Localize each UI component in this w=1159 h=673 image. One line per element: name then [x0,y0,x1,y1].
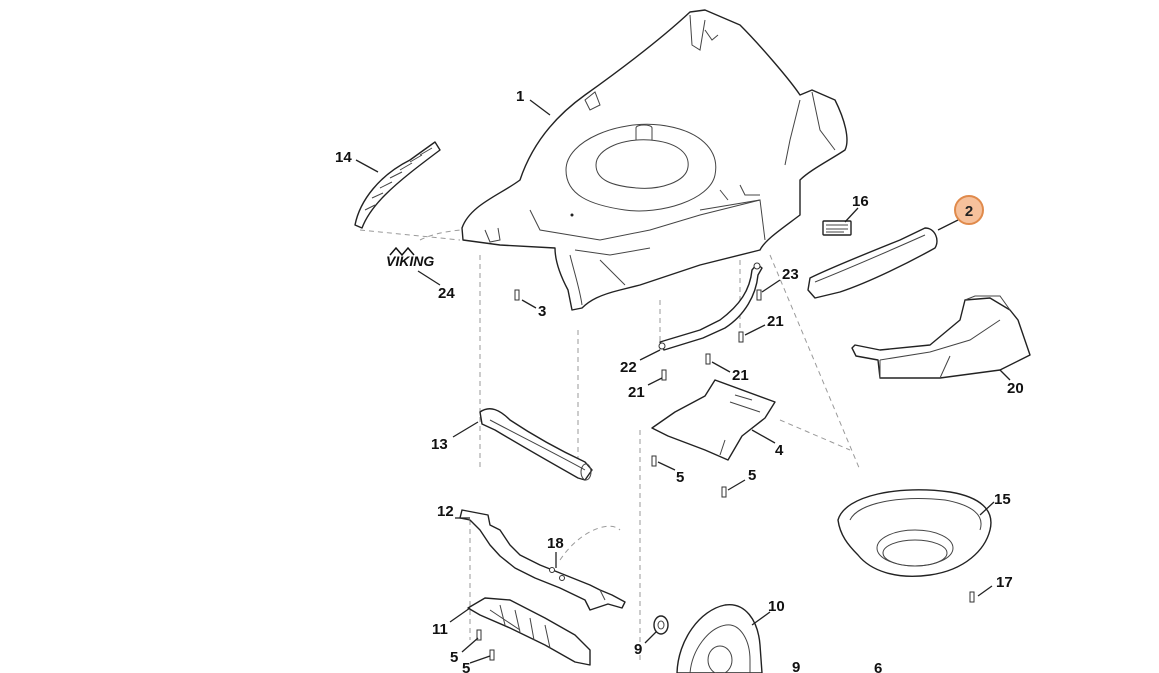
rear-flap-rod [658,262,763,351]
leader-lines [355,99,1011,664]
rear-deflector-plate [651,379,776,461]
callout-13[interactable]: 13 [431,436,448,453]
callout-22[interactable]: 22 [620,359,637,376]
callout-12[interactable]: 12 [437,503,454,520]
callout-1[interactable]: 1 [516,88,524,105]
rear-roller-cover [479,408,593,481]
callout-20[interactable]: 20 [1007,380,1024,397]
callout-24[interactable]: 24 [438,285,455,302]
callout-5-plate-left[interactable]: 5 [676,469,684,486]
callout-21-top[interactable]: 21 [767,313,784,330]
rear-wheel [676,604,763,673]
viking-logo: VIKING [386,246,434,269]
front-bumper-strip [354,141,441,229]
callout-23[interactable]: 23 [782,266,799,283]
callout-4[interactable]: 4 [775,442,784,459]
assembly-guide-lines [359,228,861,660]
callout-5-plate-right[interactable]: 5 [748,467,756,484]
callout-21-mid[interactable]: 21 [732,367,749,384]
callout-2-highlighted[interactable]: 2 [954,195,984,225]
callout-17[interactable]: 17 [996,574,1013,591]
callout-18[interactable]: 18 [547,535,564,552]
height-adjust-rod [459,509,626,611]
callout-labels: 1 14 24 3 16 23 21 22 21 21 20 4 13 5 5 … [335,88,1024,673]
callout-6[interactable]: 6 [874,660,882,673]
callout-11[interactable]: 11 [432,621,448,638]
callout-2-label: 2 [965,203,973,220]
mulching-insert [851,295,1031,379]
svg-text:VIKING: VIKING [386,253,434,269]
fastener-screws [476,289,975,661]
callout-10[interactable]: 10 [768,598,785,615]
callout-14[interactable]: 14 [335,149,352,166]
blade-housing-bowl [837,489,992,577]
warning-label [822,220,852,236]
callout-9-lower[interactable]: 9 [792,659,800,673]
wheel-bearing [653,615,669,635]
side-trim-part-2 [807,227,938,299]
callout-21-left[interactable]: 21 [628,384,645,401]
callout-3[interactable]: 3 [538,303,546,320]
callout-9-bearing[interactable]: 9 [634,641,642,658]
callout-5-bracket-upper[interactable]: 5 [450,649,458,666]
roller-bracket [467,597,591,666]
deck-housing [461,9,848,311]
callout-16[interactable]: 16 [852,193,869,210]
callout-15[interactable]: 15 [994,491,1011,508]
callout-5-bracket-lower[interactable]: 5 [462,660,470,673]
